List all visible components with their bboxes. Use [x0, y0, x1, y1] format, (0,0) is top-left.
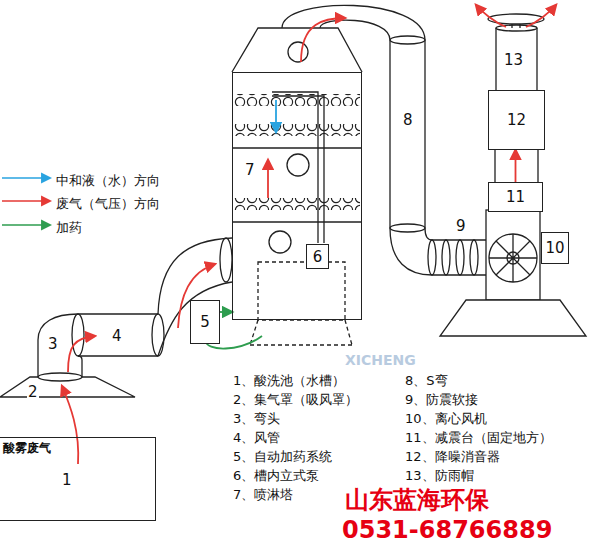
label-holder: 12、降噪消音器	[405, 446, 500, 465]
fan-outlet: 11	[488, 182, 543, 212]
node-text: 12	[507, 111, 526, 129]
label-holder: 8、S弯	[405, 370, 448, 389]
acid-tank-room: 酸雾废气 1	[0, 437, 156, 521]
label-holder: 3	[47, 334, 59, 353]
label-holder: 2、集气罩（吸风罩）	[233, 389, 358, 408]
parts-list-item: 4、风管	[233, 430, 280, 445]
label-holder: 4、风管	[233, 427, 280, 446]
dosing-connector	[220, 311, 232, 313]
parts-list-item: 10、离心风机	[405, 411, 487, 426]
callout-number: 9	[455, 217, 467, 235]
parts-list-item: 7、喷淋塔	[233, 487, 293, 502]
legend-text: 加药	[56, 220, 82, 235]
parts-list-item: 2、集气罩（吸风罩）	[233, 392, 358, 407]
callout-number: 4	[111, 327, 123, 345]
label-holder: 8	[402, 110, 414, 129]
parts-list-item: 5、自动加药系统	[233, 449, 332, 464]
silencer: 12	[488, 90, 545, 150]
parts-list-item: 12、降噪消音器	[405, 449, 500, 464]
label-holder: 11、减震台（固定地方）	[405, 427, 552, 446]
parts-list-item: 9、防震软接	[405, 392, 478, 407]
spray-tower: 76	[232, 72, 362, 320]
dosing-box: 5	[190, 300, 220, 344]
label-holder: 13、防雨帽	[405, 465, 474, 484]
flow-arrows	[62, 5, 556, 464]
legend-text: 废气（气压）方向	[56, 196, 160, 211]
label-holder: 4	[111, 326, 123, 345]
node-text: 11	[506, 188, 525, 206]
node-text: 酸雾废气	[3, 441, 155, 455]
label-holder: 6、槽内立式泵	[233, 465, 319, 484]
callout-number: 8	[402, 111, 414, 129]
node-text: 7	[245, 161, 361, 179]
parts-list-item: 8、S弯	[405, 373, 448, 388]
label-holder: 3、弯头	[233, 408, 280, 427]
label-holder: 0531-68766889	[342, 516, 552, 545]
pump-box: 6	[306, 244, 329, 269]
legend-arrows	[2, 178, 50, 225]
node-text: 5	[200, 313, 210, 331]
parts-list-item: 11、减震台（固定地方）	[405, 430, 552, 445]
label-holder: 9、防震软接	[405, 389, 478, 408]
parts-list-item: 1、酸洗池（水槽）	[233, 373, 345, 388]
callout-number: 3	[47, 335, 59, 353]
label-holder: 9	[455, 216, 467, 235]
airflow-connector	[515, 150, 517, 182]
label-holder: 7、喷淋塔	[233, 484, 293, 503]
label-holder: 10、离心风机	[405, 408, 487, 427]
fan-motor: 10	[541, 232, 569, 264]
watermark-text: XICHENG	[345, 352, 416, 368]
watermark-text: 0531-68766889	[342, 516, 552, 544]
legend-text: 中和液（水）方向	[56, 173, 160, 188]
label-holder: 加药	[56, 217, 82, 236]
node-text: 1	[62, 471, 155, 489]
callout-number: 2	[27, 383, 39, 401]
label-holder: 13	[503, 50, 524, 69]
label-holder: 5、自动加药系统	[233, 446, 332, 465]
parts-list-item: 13、防雨帽	[405, 468, 474, 483]
callout-number: 13	[503, 51, 524, 69]
parts-list-item: 3、弯头	[233, 411, 280, 426]
label-holder: XICHENG	[345, 350, 416, 369]
node-text: 6	[313, 248, 323, 266]
label-holder: 1、酸洗池（水槽）	[233, 370, 345, 389]
node-text: 10	[545, 239, 564, 257]
watermark-text: 山东蓝海环保	[345, 486, 489, 514]
parts-list-item: 6、槽内立式泵	[233, 468, 319, 483]
label-holder: 中和液（水）方向	[56, 170, 160, 189]
equipment	[0, 5, 586, 397]
label-holder: 废气（气压）方向	[56, 193, 160, 212]
label-holder: 山东蓝海环保	[345, 486, 489, 515]
label-holder: 2	[27, 382, 39, 401]
